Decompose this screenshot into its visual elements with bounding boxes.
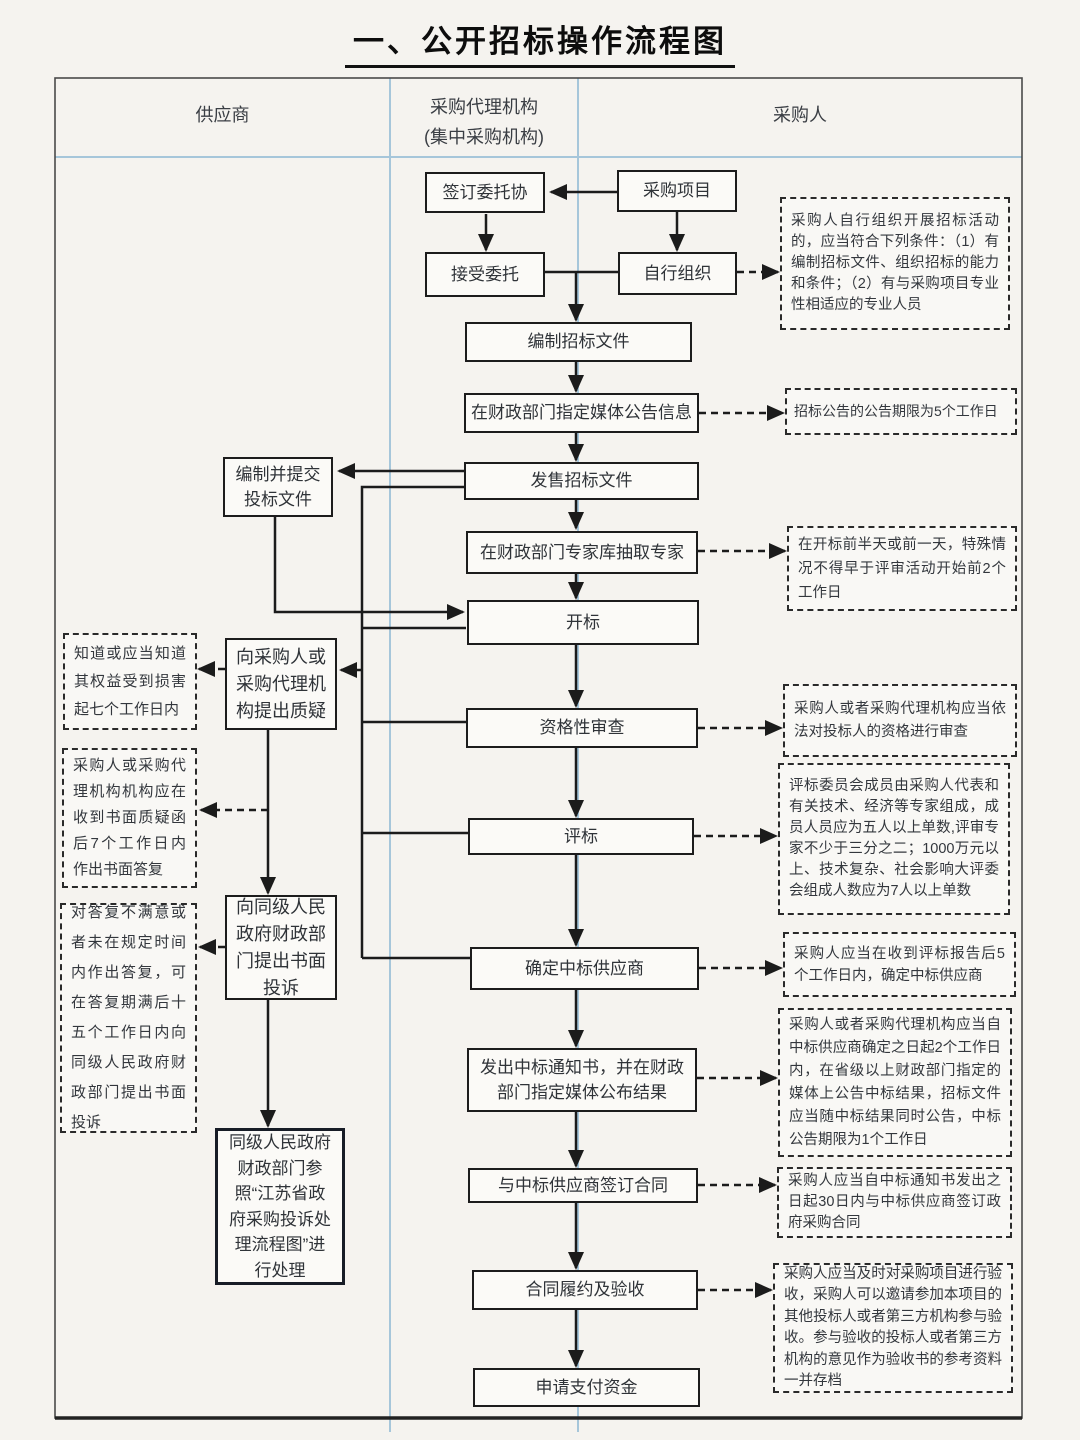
note-result-announcement: 采购人或者采购代理机构应当自中标供应商确定之日起2个工作日内，在省级以上财政部门… bbox=[778, 1008, 1012, 1157]
node-prepare-bid: 编制并提交投标文件 bbox=[223, 457, 333, 517]
node-file-complaint: 向同级人民政府财政部门提出书面投诉 bbox=[225, 895, 337, 1000]
node-accept-entrust: 接受委托 bbox=[425, 252, 545, 297]
node-draw-experts: 在财政部门专家库抽取专家 bbox=[466, 531, 698, 574]
node-sell-docs: 发售招标文件 bbox=[464, 462, 699, 500]
node-issue-notice: 发出中标通知书，并在财政部门指定媒体公布结果 bbox=[467, 1048, 697, 1112]
note-qualification-review: 采购人或者采购代理机构应当依法对投标人的资格进行审查 bbox=[783, 684, 1017, 757]
note-contract-signing: 采购人应当自中标通知书发出之日起30日内与中标供应商签订政府采购合同 bbox=[777, 1167, 1012, 1238]
page-title: 一、公开招标操作流程图 bbox=[0, 16, 1080, 68]
node-request-payment: 申请支付资金 bbox=[473, 1368, 700, 1407]
note-announcement-period: 招标公告的公告期限为5个工作日 bbox=[785, 388, 1017, 435]
note-self-organize: 采购人自行组织开展招标活动的，应当符合下列条件：（1）有编制招标文件、组织招标的… bbox=[780, 197, 1010, 330]
node-announce-media: 在财政部门指定媒体公告信息 bbox=[464, 393, 699, 433]
node-qualification-review: 资格性审查 bbox=[466, 708, 698, 748]
node-determine-winner: 确定中标供应商 bbox=[470, 947, 699, 990]
note-query-deadline: 知道或应当知道其权益受到损害起七个工作日内 bbox=[63, 633, 197, 730]
node-prepare-docs: 编制招标文件 bbox=[465, 322, 692, 362]
note-expert-draw-timing: 在开标前半天或前一天，特殊情况不得早于评审活动开始前2个工作日 bbox=[787, 526, 1017, 611]
node-bid-opening: 开标 bbox=[467, 600, 699, 645]
node-bid-evaluation: 评标 bbox=[468, 818, 694, 855]
node-sign-agreement: 签订委托协 bbox=[425, 172, 545, 213]
note-acceptance-inspection: 采购人应当及时对采购项目进行验收，采购人可以邀请参加本项目的其他投标人或者第三方… bbox=[773, 1263, 1013, 1393]
note-reply-deadline: 采购人或采购代理机构机构应在收到书面质疑函后7个工作日内作出书面答复 bbox=[62, 748, 197, 888]
note-complaint-deadline: 对答复不满意或者未在规定时间内作出答复，可在答复期满后十五个工作日内向同级人民政… bbox=[60, 903, 197, 1133]
node-contract-acceptance: 合同履约及验收 bbox=[472, 1270, 698, 1310]
column-header-purchaser: 采购人 bbox=[773, 105, 827, 125]
note-winner-determination: 采购人应当在收到评标报告后5个工作日内，确定中标供应商 bbox=[783, 932, 1016, 997]
column-header-agency: 采购代理机构 (集中采购机构) bbox=[424, 97, 544, 147]
note-evaluation-committee: 评标委员会成员由采购人代表和有关技术、经济等专家组成，成员人员应为五人以上单数,… bbox=[778, 763, 1010, 915]
node-raise-query: 向采购人或采购代理机构提出质疑 bbox=[225, 638, 337, 730]
node-procurement-project: 采购项目 bbox=[617, 170, 737, 212]
column-header-supplier: 供应商 bbox=[195, 105, 250, 125]
node-sign-contract: 与中标供应商签订合同 bbox=[468, 1168, 698, 1203]
node-self-organize: 自行组织 bbox=[618, 252, 737, 295]
node-handle-complaint: 同级人民政府财政部门参照“江苏省政府采购投诉处理流程图”进行处理 bbox=[215, 1128, 345, 1285]
